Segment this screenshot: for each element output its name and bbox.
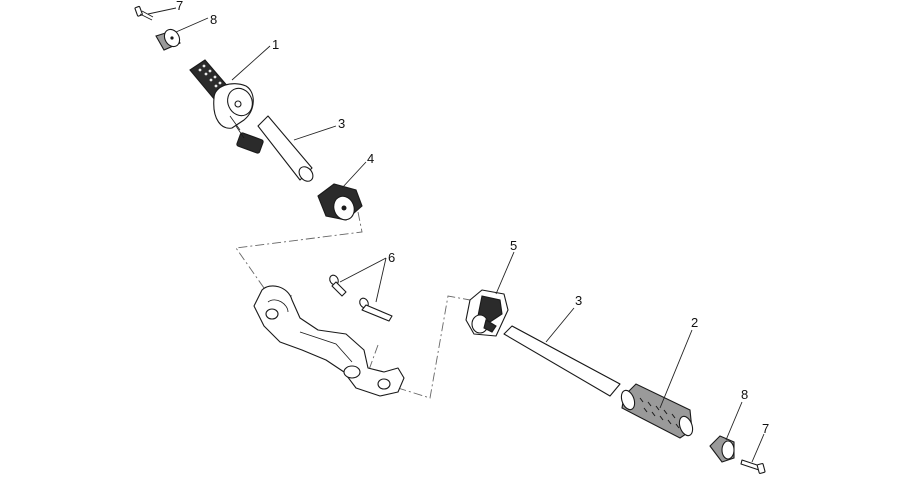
callout-3-upper: 3 xyxy=(338,116,345,131)
callout-5: 5 xyxy=(510,238,517,253)
bar-end-weight-part-8-lower xyxy=(709,435,735,463)
callout-4: 4 xyxy=(367,151,374,166)
callout-3-lower: 3 xyxy=(575,293,582,308)
callout-8-upper: 8 xyxy=(210,12,217,27)
callout-7-lower: 7 xyxy=(762,421,769,436)
callout-8-lower: 8 xyxy=(741,387,748,402)
lever-bracket xyxy=(253,285,405,397)
callout-labels: 7 8 1 3 4 6 5 3 2 8 7 xyxy=(176,0,769,436)
handlebar-tube-part-3-upper xyxy=(257,115,314,182)
screw-part-7-lower xyxy=(740,459,766,474)
callout-7-upper: 7 xyxy=(176,0,183,13)
callout-2: 2 xyxy=(691,315,698,330)
screw-part-7-upper xyxy=(134,5,154,21)
throttle-grip-part-1 xyxy=(189,59,264,154)
switch-housing-part-4 xyxy=(317,183,363,221)
handlebar-tube-part-3-lower xyxy=(503,325,621,397)
grip-part-2 xyxy=(620,383,694,439)
callout-1: 1 xyxy=(272,37,279,52)
switch-block-part-5 xyxy=(465,289,509,337)
callout-6: 6 xyxy=(388,250,395,265)
leader-lines xyxy=(147,7,765,463)
screws-part-6 xyxy=(329,274,393,322)
bar-end-weight-part-8-upper xyxy=(155,28,181,51)
